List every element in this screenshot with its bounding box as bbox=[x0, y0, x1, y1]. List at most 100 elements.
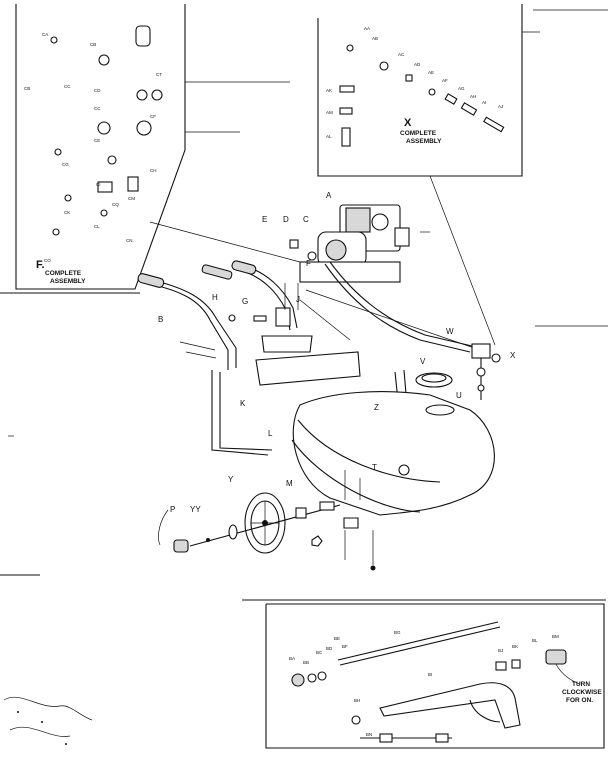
hubcap-p bbox=[173, 539, 189, 553]
inset-f-part bbox=[52, 228, 60, 236]
engine bbox=[299, 204, 430, 283]
inset-x-code: AD bbox=[414, 62, 421, 67]
filler-cap-v-inner bbox=[421, 373, 447, 383]
inset-f-code: CL bbox=[94, 224, 100, 229]
inset-x-code: AE bbox=[428, 70, 434, 75]
wheel-assembly bbox=[158, 470, 376, 571]
inset-x-code: AF bbox=[442, 78, 448, 83]
inset-x-caption-2: ASSEMBLY bbox=[406, 138, 442, 145]
label-yy: YY bbox=[190, 505, 201, 514]
hose-w bbox=[329, 261, 473, 347]
handle-grip-left bbox=[137, 273, 165, 288]
gun-code: BL bbox=[532, 638, 538, 643]
gun-code: BA bbox=[289, 656, 295, 661]
inset-f-code: CO bbox=[44, 258, 51, 263]
scan-noise-dot bbox=[17, 711, 19, 713]
valve-part bbox=[476, 367, 486, 377]
label-d: D bbox=[283, 215, 289, 224]
gun-fitting bbox=[291, 673, 305, 687]
inset-f-part bbox=[136, 89, 148, 101]
tank-fitting bbox=[398, 464, 410, 476]
label-c: C bbox=[303, 215, 309, 224]
handle-frame bbox=[137, 260, 409, 456]
inset-f-code: CB bbox=[90, 42, 96, 47]
inset-f-part bbox=[100, 209, 108, 217]
mount-plate bbox=[261, 335, 313, 353]
axle-line bbox=[189, 504, 341, 547]
scan-noise-mark bbox=[3, 696, 93, 721]
inset-gun-border bbox=[265, 603, 605, 749]
inset-x-assembly: AA AB AC AD AE AF AG AH AI AJ AK AL AM X… bbox=[317, 4, 523, 177]
inset-f-caption-2: ASSEMBLY bbox=[50, 278, 86, 285]
label-j: J bbox=[296, 295, 300, 304]
inset-f-part bbox=[136, 120, 152, 136]
inset-x-part bbox=[444, 93, 458, 105]
inset-x-part bbox=[339, 107, 353, 115]
inset-f-code: CC bbox=[64, 84, 71, 89]
inset-x-part bbox=[379, 61, 389, 71]
valve-knob bbox=[491, 353, 501, 363]
gun-note-3: FOR ON. bbox=[566, 697, 593, 704]
inset-x-code: AC bbox=[398, 52, 405, 57]
label-k: K bbox=[240, 399, 246, 408]
leader-line bbox=[429, 175, 496, 346]
label-e: E bbox=[262, 215, 267, 224]
gun-code: BD bbox=[326, 646, 333, 651]
gun-code: BN bbox=[366, 732, 372, 737]
gun-fitting bbox=[495, 661, 507, 671]
bushing bbox=[319, 501, 335, 511]
tank bbox=[291, 391, 495, 516]
engine-part bbox=[371, 213, 389, 231]
inset-x-code: AK bbox=[326, 88, 332, 93]
tank-band bbox=[291, 439, 421, 513]
inset-x-code: AA bbox=[364, 26, 370, 31]
label-y: Y bbox=[228, 475, 234, 484]
gun-fitting bbox=[351, 715, 361, 725]
gun-note-1: TURN bbox=[572, 681, 590, 688]
part-c bbox=[307, 251, 317, 261]
inset-f-part bbox=[127, 176, 139, 192]
label-b: B bbox=[158, 315, 163, 324]
gun-wand bbox=[339, 626, 501, 666]
inset-f-part bbox=[151, 89, 163, 101]
inset-f-border bbox=[15, 4, 186, 290]
inset-x-part bbox=[346, 44, 354, 52]
spacer bbox=[295, 507, 307, 519]
gun-connector bbox=[435, 733, 449, 743]
inset-gun-assembly: BA BB BC BD BE BF BG BH BI BJ BK BL BM B… bbox=[242, 599, 606, 749]
arrow bbox=[185, 351, 217, 359]
small-parts bbox=[179, 239, 317, 359]
label-a: A bbox=[326, 191, 332, 200]
nozzle-e bbox=[201, 264, 233, 280]
bracket-plate bbox=[255, 351, 361, 386]
inset-f-part bbox=[54, 148, 62, 156]
pump-wheel bbox=[325, 239, 347, 261]
inset-f-letter: F. bbox=[36, 259, 45, 271]
label-l: L bbox=[268, 429, 273, 438]
leader-line bbox=[149, 221, 301, 263]
tank-body bbox=[292, 391, 495, 516]
inset-f-code: CH bbox=[150, 168, 157, 173]
tank-band bbox=[297, 419, 441, 483]
gun-code: BK bbox=[512, 644, 518, 649]
label-h: H bbox=[212, 293, 218, 302]
inset-f-code: CC bbox=[94, 106, 101, 111]
gun-fitting bbox=[511, 659, 521, 669]
inset-f-part bbox=[50, 36, 58, 44]
valve-body bbox=[471, 343, 491, 359]
nut bbox=[311, 535, 323, 547]
label-x: X bbox=[510, 351, 516, 360]
label-p: P bbox=[170, 505, 175, 514]
inset-x-code: AH bbox=[470, 94, 476, 99]
inset-f-part bbox=[98, 54, 110, 66]
part-g bbox=[253, 315, 267, 322]
inset-x-part bbox=[341, 127, 351, 147]
gun-handle bbox=[379, 682, 521, 729]
inset-f-part bbox=[64, 194, 72, 202]
engine-part bbox=[394, 227, 410, 247]
inset-x-letter: X bbox=[404, 117, 412, 129]
inset-f-part bbox=[107, 155, 117, 165]
label-u: U bbox=[456, 391, 462, 400]
gun-wand bbox=[337, 621, 499, 661]
label-g: G bbox=[242, 297, 248, 306]
